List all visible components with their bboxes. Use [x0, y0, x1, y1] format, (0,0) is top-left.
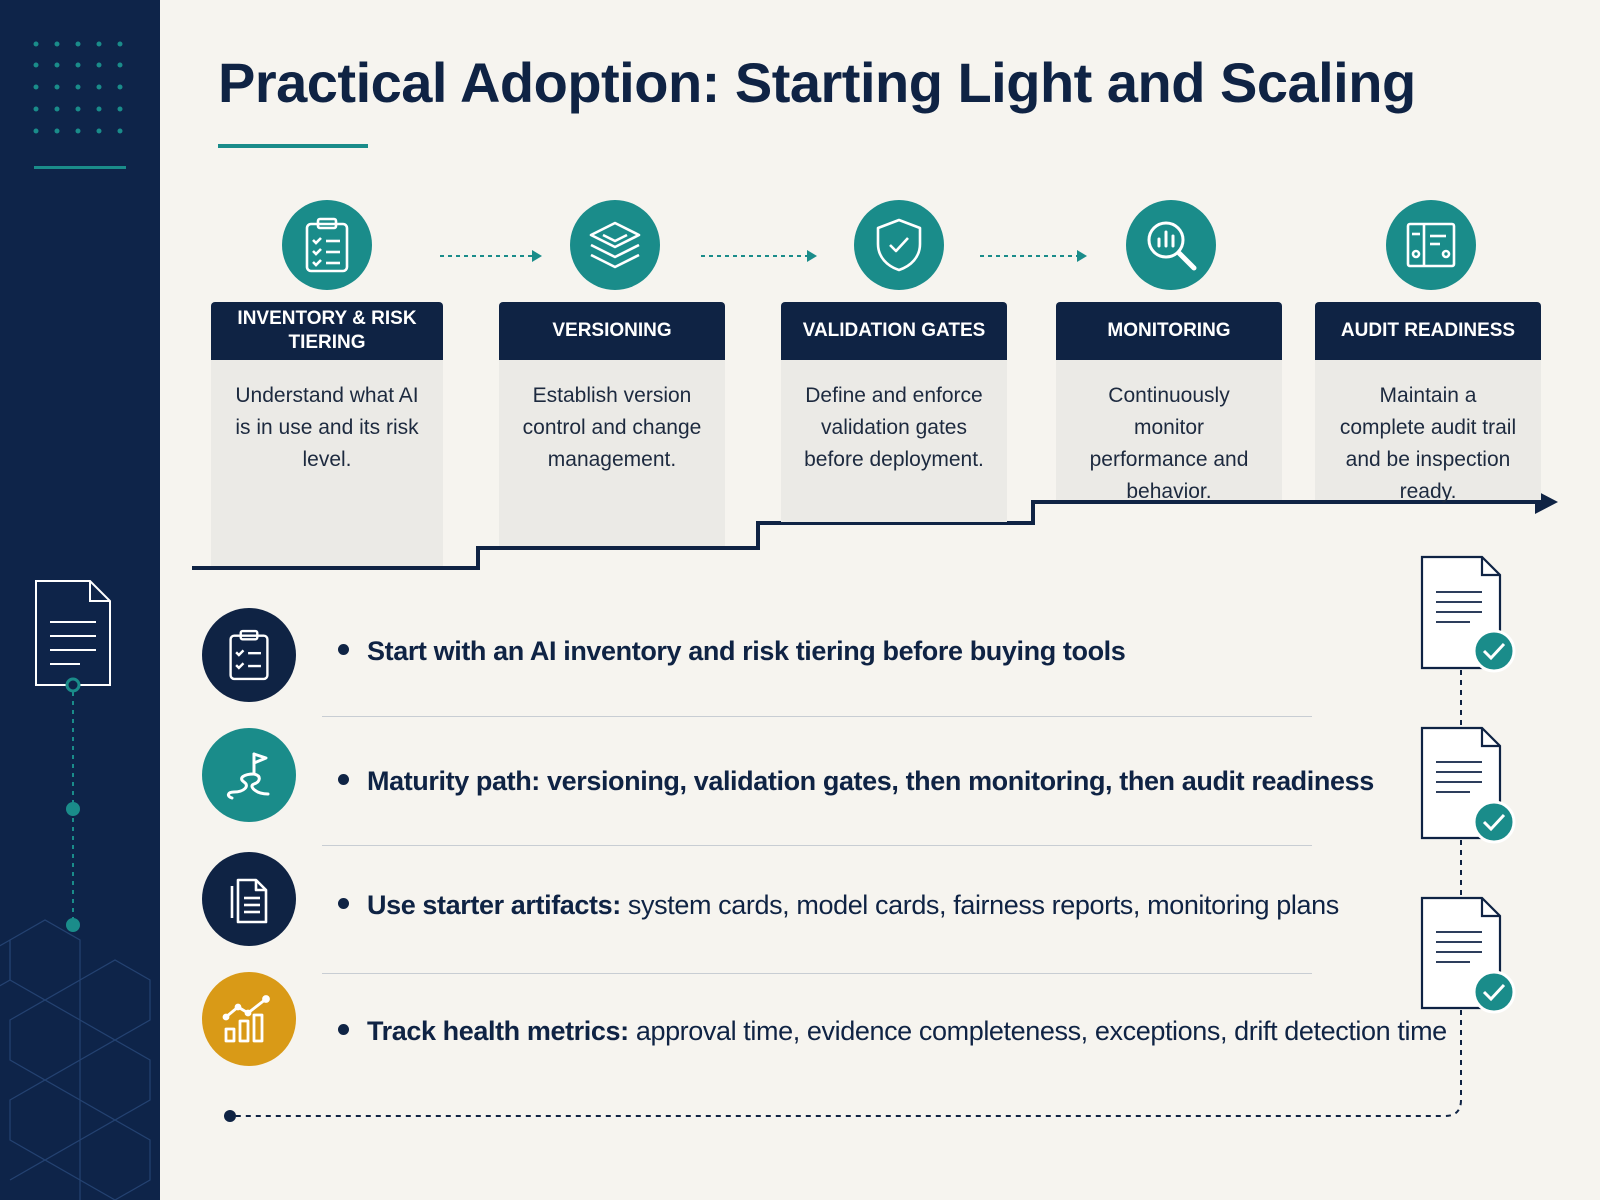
- clipboard-checklist-icon: [282, 200, 372, 290]
- path-start-dot: [224, 1110, 236, 1122]
- hexagon-pattern: [0, 919, 151, 1200]
- bullet-3-bold: Use starter artifacts:: [367, 890, 621, 920]
- left-decorative-sidebar: [0, 0, 160, 1200]
- connector-arrow-icon: [807, 250, 817, 262]
- step-2-header: VERSIONING: [499, 302, 725, 360]
- row-divider: [322, 845, 1312, 846]
- bullet-dot: [338, 644, 349, 656]
- bullet-2-bold: Maturity path: versioning, validation ga…: [367, 766, 1374, 796]
- row-divider: [322, 973, 1312, 974]
- bullet-dot: [338, 898, 349, 910]
- title-underline: [218, 144, 368, 148]
- row-2-path-flag-icon: [202, 728, 296, 822]
- bullet-dot: [338, 774, 349, 786]
- connector-arrow-icon: [532, 250, 542, 262]
- bullet-row-1: Start with an AI inventory and risk tier…: [338, 636, 1126, 667]
- staircase-progress-line: [192, 250, 1558, 570]
- bullet-4-bold: Track health metrics:: [367, 1016, 629, 1046]
- bullet-1-bold: Start with an AI inventory and risk tier…: [367, 636, 1126, 666]
- main-content: Practical Adoption: Starting Light and S…: [160, 0, 1600, 1200]
- step-5-body: Maintain a complete audit trail and be i…: [1315, 360, 1541, 503]
- approved-documents-column: [224, 555, 1516, 1122]
- step-5-header: AUDIT READINESS: [1315, 302, 1541, 360]
- bullet-dot: [338, 1024, 349, 1036]
- step-2-body: Establish version control and change man…: [499, 360, 725, 546]
- bullet-row-4: Track health metrics: approval time, evi…: [338, 1016, 1447, 1047]
- page-title: Practical Adoption: Starting Light and S…: [218, 51, 1416, 114]
- bullet-row-3: Use starter artifacts: system cards, mod…: [338, 890, 1339, 921]
- magnifier-chart-icon: [1126, 200, 1216, 290]
- step-4-header: MONITORING: [1056, 302, 1282, 360]
- bullet-row-2: Maturity path: versioning, validation ga…: [338, 766, 1374, 797]
- row-1-clipboard-icon: [202, 608, 296, 702]
- approved-document-icon: [1420, 896, 1516, 1014]
- stacked-layers-icon: [570, 200, 660, 290]
- binder-folder-icon: [1386, 200, 1476, 290]
- approved-document-icon: [1420, 555, 1516, 673]
- bullet-4-rest: approval time, evidence completeness, ex…: [628, 1016, 1447, 1046]
- row-divider: [322, 716, 1312, 717]
- bullet-3-rest: system cards, model cards, fairness repo…: [620, 890, 1339, 920]
- step-3-header: VALIDATION GATES: [781, 302, 1007, 360]
- row-4-bar-chart-icon: [202, 972, 296, 1066]
- approved-document-icon: [1420, 726, 1516, 844]
- dot-grid-icon: [33, 41, 123, 134]
- connector-arrow-icon: [1077, 250, 1087, 262]
- step-1-header: INVENTORY & RISK TIERING: [211, 302, 443, 360]
- step-1-body: Understand what AI is in use and its ris…: [211, 360, 443, 566]
- step-4-body: Continuously monitor performance and beh…: [1056, 360, 1282, 503]
- sidebar-decoration: [0, 41, 151, 1200]
- shield-check-icon: [854, 200, 944, 290]
- step-3-body: Define and enforce validation gates befo…: [781, 360, 1007, 522]
- sidebar-document-icon: [35, 580, 111, 686]
- row-3-document-icon: [202, 852, 296, 946]
